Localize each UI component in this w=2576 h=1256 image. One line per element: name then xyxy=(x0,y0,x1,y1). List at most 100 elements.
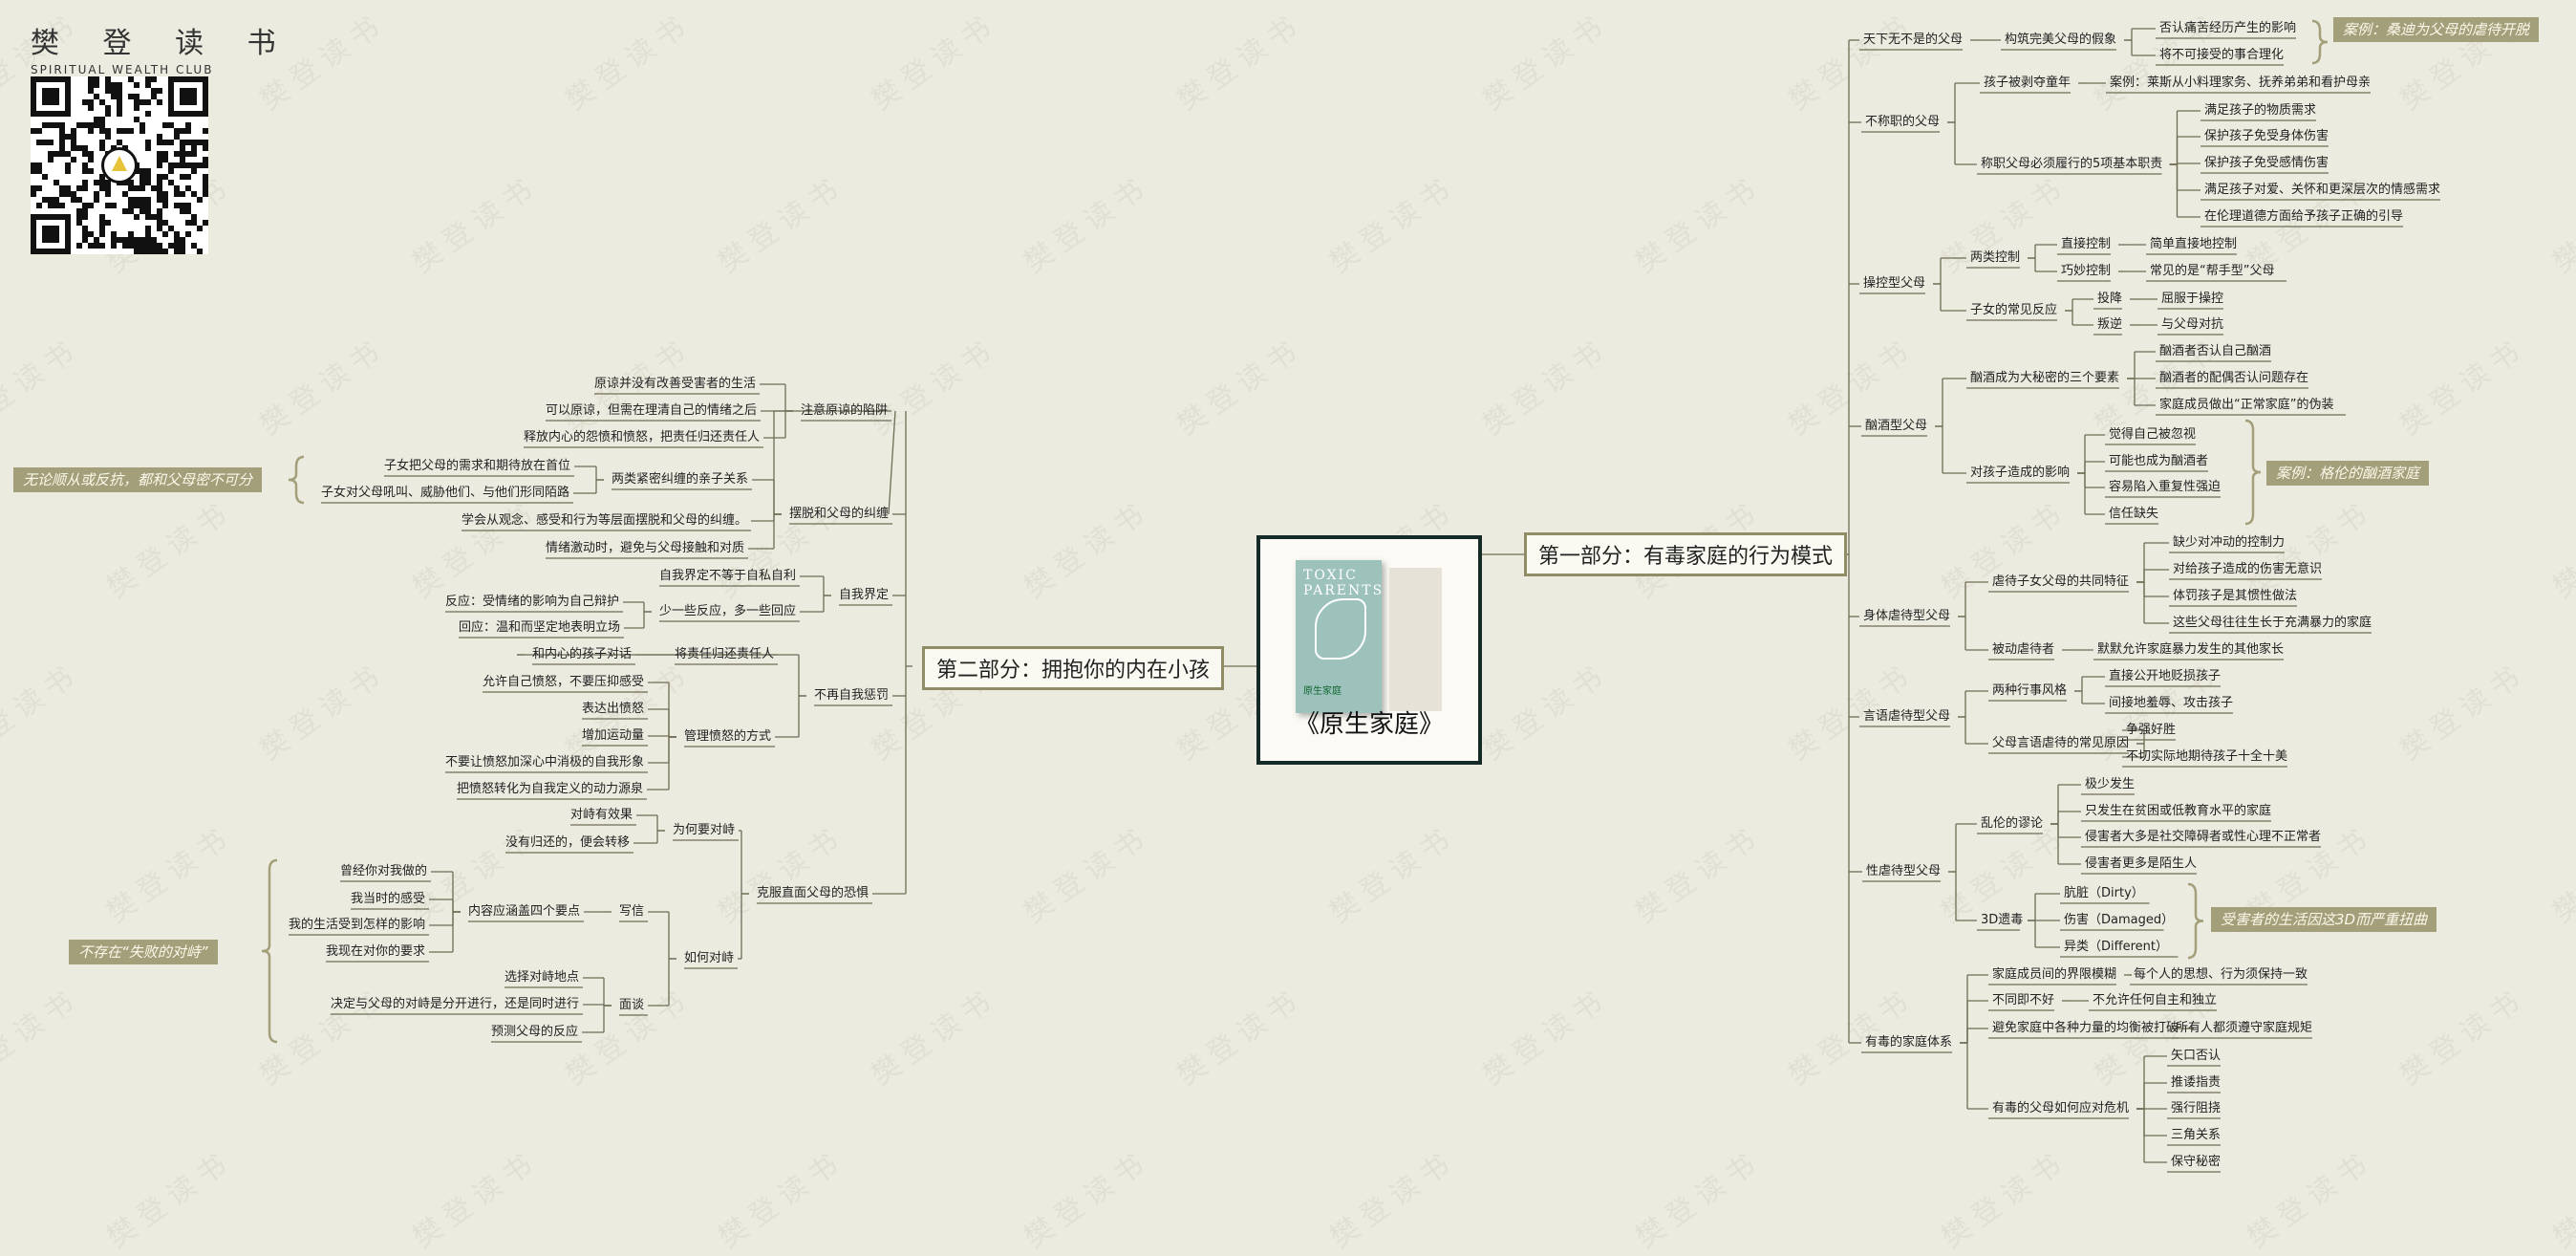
mindmap-node[interactable]: 保护孩子免受感情伤害 xyxy=(2204,156,2329,170)
mindmap-node[interactable]: 保守秘密 xyxy=(2171,1155,2222,1169)
mindmap-node[interactable]: 侵害者更多是陌生人 xyxy=(2085,856,2198,871)
mindmap-node[interactable]: 选择对峙地点 xyxy=(504,970,580,985)
branch-part2[interactable]: 第二部分：拥抱你的内在小孩 xyxy=(922,646,1225,690)
mindmap-node[interactable]: 屈服于操控 xyxy=(2161,292,2224,306)
mindmap-node[interactable]: 肮脏（Dirty） xyxy=(2064,886,2144,900)
mindmap-node[interactable]: 内容应涵盖四个要点 xyxy=(468,904,581,919)
mindmap-node[interactable]: 面谈 xyxy=(619,998,645,1012)
mindmap-node[interactable]: 矢口否认 xyxy=(2171,1049,2222,1063)
mindmap-node[interactable]: 有毒的父母如何应对危机 xyxy=(1992,1101,2130,1115)
mindmap-node[interactable]: 释放内心的怨愤和愤怒，把责任归还责任人 xyxy=(524,430,761,444)
mindmap-node[interactable]: 把愤怒转化为自我定义的动力源泉 xyxy=(457,782,644,796)
mindmap-node[interactable]: 推诿指责 xyxy=(2171,1075,2222,1090)
branch-part1[interactable]: 第一部分：有毒家庭的行为模式 xyxy=(1524,532,1848,576)
mindmap-node[interactable]: 自我界定不等于自私自利 xyxy=(659,569,797,583)
mindmap-node[interactable]: 信任缺失 xyxy=(2109,507,2159,521)
mindmap-node[interactable]: 子女把父母的需求和期待放在首位 xyxy=(384,459,571,473)
mindmap-node[interactable]: 孩子被剥夺童年 xyxy=(1984,76,2072,90)
mindmap-node[interactable]: 我当时的感受 xyxy=(351,892,426,906)
mindmap-node[interactable]: 保护孩子免受身体伤害 xyxy=(2204,129,2329,143)
mindmap-node[interactable]: 父母言语虐待的常见原因 xyxy=(1992,736,2130,750)
mindmap-node[interactable]: 子女对父母吼叫、威胁他们、与他们形同陌路 xyxy=(321,486,570,500)
mindmap-node[interactable]: 两种行事风格 xyxy=(1992,683,2068,698)
mindmap-node[interactable]: 3D遗毒 xyxy=(1981,913,2024,927)
mindmap-node[interactable]: 将不可接受的事合理化 xyxy=(2159,48,2285,62)
mindmap-node[interactable]: 直接控制 xyxy=(2061,237,2112,251)
mindmap-node[interactable]: 反应：受情绪的影响为自己辩护 xyxy=(445,595,620,609)
mindmap-node[interactable]: 我现在对你的要求 xyxy=(326,944,426,959)
mindmap-node[interactable]: 为何要对峙 xyxy=(673,823,736,837)
mindmap-node[interactable]: 写信 xyxy=(619,904,645,919)
mindmap-node[interactable]: 可以原谅，但需在理清自己的情绪之后 xyxy=(546,403,758,418)
mindmap-node[interactable]: 间接地羞辱、攻击孩子 xyxy=(2109,696,2234,710)
mindmap-node[interactable]: 学会从观念、感受和行为等层面摆脱和父母的纠缠。 xyxy=(462,513,748,528)
mindmap-node[interactable]: 和内心的孩子对话 xyxy=(532,647,633,661)
mindmap-node[interactable]: 被动虐待者 xyxy=(1992,642,2055,657)
mindmap-node[interactable]: 体罚孩子是其惯性做法 xyxy=(2173,589,2298,603)
mindmap-node[interactable]: 自我界定 xyxy=(839,588,890,602)
mindmap-node[interactable]: 三角关系 xyxy=(2171,1128,2222,1142)
mindmap-node[interactable]: 回应：温和而坚定地表明立场 xyxy=(459,620,621,635)
mindmap-node[interactable]: 只发生在贫困或低教育水平的家庭 xyxy=(2085,804,2272,818)
mindmap-node[interactable]: 身体虐待型父母 xyxy=(1863,609,1951,623)
mindmap-node[interactable]: 子女的常见反应 xyxy=(1970,303,2058,317)
mindmap-node[interactable]: 强行阻挠 xyxy=(2171,1101,2222,1115)
mindmap-node[interactable]: 对给孩子造成的伤害无意识 xyxy=(2173,562,2323,576)
mindmap-node[interactable]: 摆脱和父母的纠缠 xyxy=(789,507,890,521)
mindmap-node[interactable]: 投降 xyxy=(2097,292,2123,306)
mindmap-node[interactable]: 不要让愤怒加深心中消极的自我形象 xyxy=(445,755,645,769)
mindmap-node[interactable]: 称职父母必须履行的5项基本职责 xyxy=(1981,157,2163,171)
mindmap-node[interactable]: 我的生活受到怎样的影响 xyxy=(289,918,426,932)
root-node[interactable]: TOXIC PARENTS 原生家庭 《原生家庭》 xyxy=(1256,535,1482,765)
mindmap-node[interactable]: 决定与父母的对峙是分开进行，还是同时进行 xyxy=(331,997,580,1011)
mindmap-node[interactable]: 原谅并没有改善受害者的生活 xyxy=(594,377,757,391)
mindmap-node[interactable]: 乱伦的谬论 xyxy=(1981,816,2044,831)
mindmap-node[interactable]: 满足孩子的物质需求 xyxy=(2204,103,2317,118)
mindmap-node[interactable]: 所有人都须遵守家庭规矩 xyxy=(2176,1021,2313,1035)
mindmap-node[interactable]: 两类控制 xyxy=(1970,250,2021,265)
mindmap-node[interactable]: 争强好胜 xyxy=(2126,723,2177,737)
mindmap-node[interactable]: 不切实际地期待孩子十全十美 xyxy=(2126,749,2288,764)
mindmap-node[interactable]: 酗酒者否认自己酗酒 xyxy=(2159,344,2272,358)
mindmap-node[interactable]: 容易陷入重复性强迫 xyxy=(2109,480,2222,494)
mindmap-node[interactable]: 这些父母往往生长于充满暴力的家庭 xyxy=(2173,616,2372,630)
mindmap-node[interactable]: 允许自己愤怒，不要压抑感受 xyxy=(483,675,645,689)
mindmap-node[interactable]: 默默允许家庭暴力发生的其他家长 xyxy=(2097,642,2285,657)
mindmap-node[interactable]: 缺少对冲动的控制力 xyxy=(2173,535,2286,550)
mindmap-node[interactable]: 侵害者大多是社交障碍者或性心理不正常者 xyxy=(2085,830,2322,844)
mindmap-node[interactable]: 有毒的家庭体系 xyxy=(1865,1035,1953,1050)
mindmap-node[interactable]: 叛逆 xyxy=(2097,317,2123,332)
mindmap-node[interactable]: 表达出愤怒 xyxy=(582,702,645,716)
mindmap-node[interactable]: 虐待子女父母的共同特征 xyxy=(1992,574,2130,589)
mindmap-node[interactable]: 每个人的思想、行为须保持一致 xyxy=(2134,967,2308,982)
mindmap-node[interactable]: 酗酒型父母 xyxy=(1865,419,1928,433)
mindmap-node[interactable]: 克服直面父母的恐惧 xyxy=(757,886,869,900)
mindmap-node[interactable]: 极少发生 xyxy=(2085,777,2136,791)
mindmap-node[interactable]: 对峙有效果 xyxy=(570,808,633,822)
mindmap-node[interactable]: 常见的是“帮手型”父母 xyxy=(2150,264,2275,278)
mindmap-node[interactable]: 将责任归还责任人 xyxy=(675,647,775,661)
mindmap-node[interactable]: 如何对峙 xyxy=(684,951,735,965)
mindmap-node[interactable]: 增加运动量 xyxy=(582,728,645,743)
mindmap-node[interactable]: 性虐待型父母 xyxy=(1866,864,1942,878)
mindmap-node[interactable]: 简单直接地控制 xyxy=(2150,237,2238,251)
mindmap-node[interactable]: 巧妙控制 xyxy=(2061,264,2112,278)
mindmap-node[interactable]: 情绪激动时，避免与父母接触和对质 xyxy=(546,541,745,555)
mindmap-node[interactable]: 直接公开地贬损孩子 xyxy=(2109,669,2222,683)
mindmap-node[interactable]: 案例：莱斯从小料理家务、抚养弟弟和看护母亲 xyxy=(2110,76,2372,90)
mindmap-node[interactable]: 在伦理道德方面给予孩子正确的引导 xyxy=(2204,209,2404,224)
mindmap-node[interactable]: 言语虐待型父母 xyxy=(1863,709,1951,724)
mindmap-node[interactable]: 酗酒者的配偶否认问题存在 xyxy=(2159,371,2309,385)
mindmap-node[interactable]: 不再自我惩罚 xyxy=(814,688,890,703)
mindmap-node[interactable]: 与父母对抗 xyxy=(2161,317,2224,332)
mindmap-node[interactable]: 否认痛苦经历产生的影响 xyxy=(2159,21,2297,35)
mindmap-node[interactable]: 满足孩子对爱、关怀和更深层次的情感需求 xyxy=(2204,183,2441,197)
mindmap-node[interactable]: 不称职的父母 xyxy=(1865,115,1941,129)
mindmap-node[interactable]: 可能也成为酗酒者 xyxy=(2109,454,2209,468)
mindmap-node[interactable]: 不同即不好 xyxy=(1992,993,2055,1007)
mindmap-node[interactable]: 没有归还的，便会转移 xyxy=(505,835,631,850)
mindmap-node[interactable]: 避免家庭中各种力量的均衡被打破 xyxy=(1992,1021,2179,1035)
mindmap-node[interactable]: 觉得自己被忽视 xyxy=(2109,427,2197,442)
mindmap-node[interactable]: 不允许任何自主和独立 xyxy=(2093,993,2218,1007)
mindmap-node[interactable]: 构筑完美父母的假象 xyxy=(2005,32,2117,47)
